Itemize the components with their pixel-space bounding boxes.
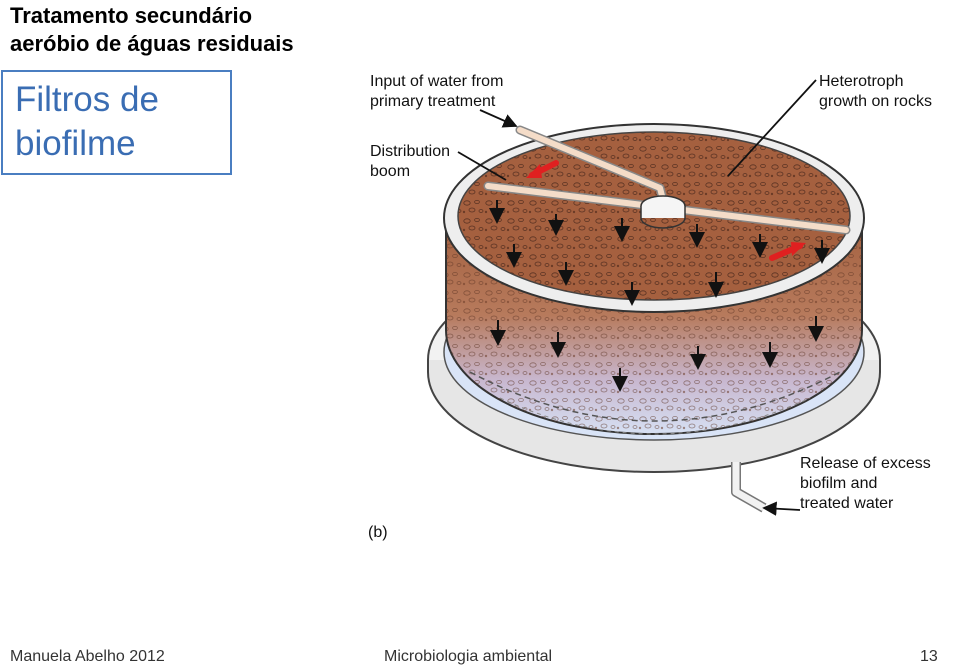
label-release: Release of excess biofilm and treated wa… [800,454,931,514]
label-release-line-1: Release of excess [800,455,931,472]
label-input-line-1: Input of water from [370,73,504,90]
label-heterotroph: Heterotroph growth on rocks [819,72,932,112]
label-boom-line-2: boom [370,163,411,180]
rotation-arrows [526,160,806,261]
subtitle-line-1: Filtros de [15,80,159,119]
footer-course: Microbiologia ambiental [384,648,553,665]
flow-arrows [489,200,830,392]
label-boom-line-1: Distribution [370,143,451,160]
footer-author: Manuela Abelho 2012 [10,648,165,665]
subtitle-box: Filtros de biofilme [1,70,232,175]
slide-title-line-1: Tratamento secundário [10,3,253,28]
label-release-line-2: biofilm and [800,475,878,492]
slide-title-line-2: aeróbio de águas residuais [10,31,294,56]
label-input-line-2: primary treatment [370,93,496,110]
slide-title: Tratamento secundário aeróbio de águas r… [10,2,294,58]
label-distribution-boom: Distribution boom [370,142,450,182]
label-input-water: Input of water from primary treatment [370,72,503,112]
subtitle-line-2: biofilme [15,124,136,163]
label-hetero-line-2: growth on rocks [819,93,932,110]
outlet-pipe [731,462,767,513]
panel-label: (b) [368,524,388,541]
footer-page-number: 13 [920,648,938,665]
label-release-line-3: treated water [800,495,894,512]
callout-lines [457,79,817,516]
distribution-boom [483,125,851,235]
label-hetero-line-1: Heterotroph [819,73,904,90]
